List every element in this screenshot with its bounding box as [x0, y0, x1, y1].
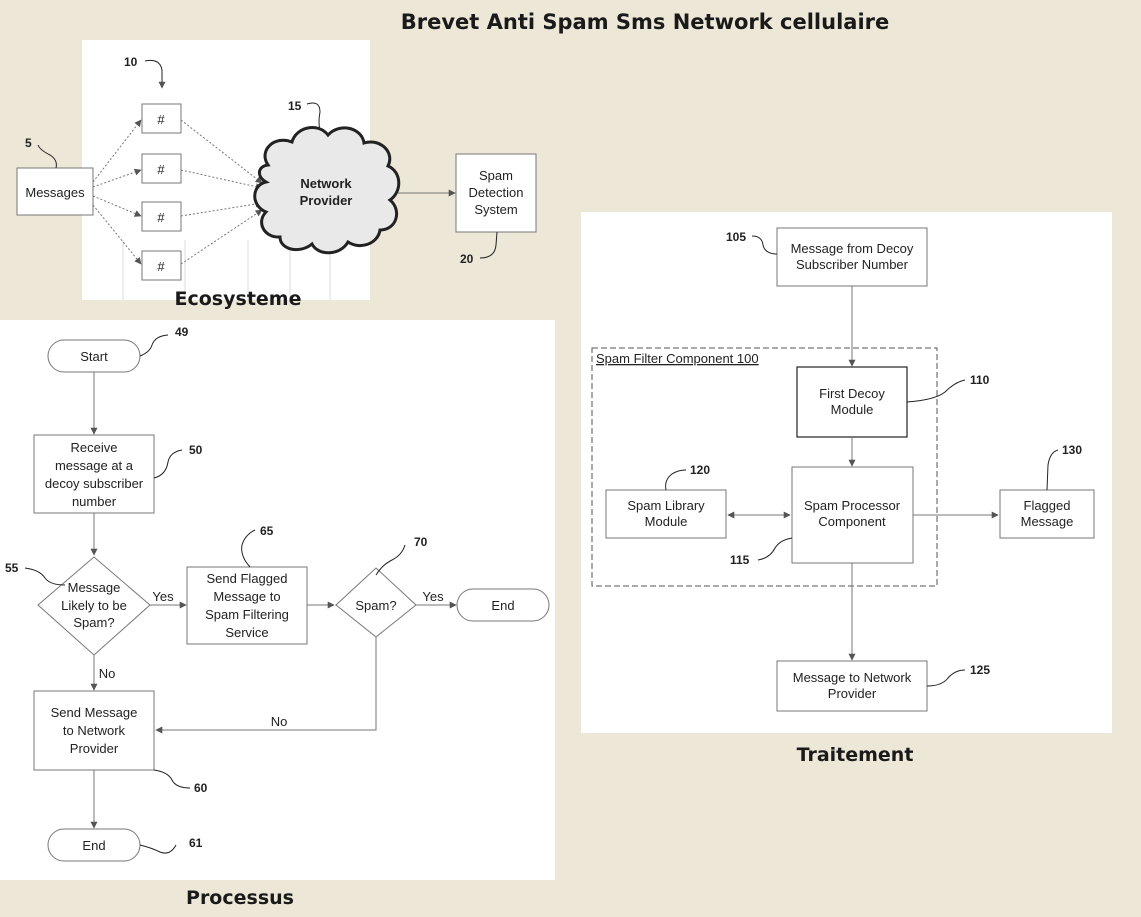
- start-label: Start: [80, 349, 108, 364]
- ref-library: 120: [690, 463, 710, 477]
- spam-detection-label: Detection: [469, 185, 524, 200]
- ref-start: 49: [175, 325, 189, 339]
- messages-label: Messages: [25, 185, 85, 200]
- processor-label: Component: [818, 514, 886, 529]
- hash-label: #: [157, 210, 165, 225]
- decision1-label: Likely to be: [61, 598, 127, 613]
- ref-decision2: 70: [414, 535, 428, 549]
- end-label: End: [491, 598, 514, 613]
- yes-label: Yes: [422, 589, 444, 604]
- send-flagged-label: Spam Filtering: [205, 607, 289, 622]
- ref-decoy-message: 105: [726, 230, 746, 244]
- flagged-message-box: [999, 489, 1095, 539]
- receive-label: decoy subscriber: [45, 476, 144, 491]
- ref-send-network: 60: [194, 781, 208, 795]
- receive-label: Receive: [71, 440, 118, 455]
- send-network-label: Provider: [70, 741, 119, 756]
- ref-detection: 20: [460, 252, 474, 266]
- receive-label: message at a: [55, 458, 134, 473]
- to-network-box: [776, 660, 928, 712]
- flagged-label: Message: [1021, 514, 1074, 529]
- treatment-panel: Message from Decoy Subscriber Number 105…: [581, 212, 1112, 766]
- library-label: Module: [645, 514, 688, 529]
- send-flagged-label: Send Flagged: [207, 571, 288, 586]
- ref-messages: 5: [25, 136, 32, 150]
- process-panel: Start 49 Receive message at a decoy subs…: [0, 320, 555, 909]
- spam-detection-box: [455, 153, 537, 233]
- hash-label: #: [157, 112, 165, 127]
- section-label-process: Processus: [186, 887, 294, 909]
- send-flagged-label: Message to: [213, 589, 280, 604]
- network-provider-label: Network: [300, 176, 352, 191]
- first-decoy-label: First Decoy: [819, 386, 885, 401]
- processor-label: Spam Processor: [804, 498, 901, 513]
- hash-label: #: [157, 162, 165, 177]
- send-network-box: [33, 690, 155, 771]
- spam-detection-label: System: [474, 202, 517, 217]
- section-label-treatment: Traitement: [797, 744, 914, 766]
- section-label-ecosystem: Ecosysteme: [175, 288, 302, 310]
- to-network-label: Provider: [828, 686, 877, 701]
- network-provider-cloud: [253, 126, 401, 255]
- ref-first-decoy: 110: [970, 373, 990, 387]
- library-label: Spam Library: [627, 498, 705, 513]
- end-terminal: [456, 588, 550, 622]
- no-label: No: [99, 666, 116, 681]
- send-network-label: to Network: [63, 723, 126, 738]
- flagged-label: Flagged: [1024, 498, 1071, 513]
- messages-box: [16, 167, 94, 216]
- to-network-label: Message to Network: [793, 670, 912, 685]
- decoy-message-label: Subscriber Number: [796, 257, 909, 272]
- ref-provider: 15: [288, 99, 302, 113]
- decision1-label: Message: [68, 580, 121, 595]
- ref-receive: 50: [189, 443, 203, 457]
- decision2-label: Spam?: [355, 598, 396, 613]
- send-flagged-box: [186, 566, 308, 645]
- decoy-message-box: [776, 227, 928, 287]
- receive-label: number: [72, 494, 117, 509]
- ref-end: 61: [189, 836, 203, 850]
- ref-to-network: 125: [970, 663, 990, 677]
- ref-processor: 115: [730, 553, 750, 567]
- yes-label: Yes: [152, 589, 174, 604]
- receive-message-box: [33, 434, 155, 514]
- send-flagged-label: Service: [225, 625, 268, 640]
- ref-decision1: 55: [5, 561, 19, 575]
- spam-detection-label: Spam: [479, 168, 513, 183]
- decoy-message-label: Message from Decoy: [791, 241, 914, 256]
- ecosystem-panel: Messages 5 # # # # 10 Net: [0, 40, 537, 318]
- ref-send-flagged: 65: [260, 524, 274, 538]
- send-network-label: Send Message: [51, 705, 138, 720]
- first-decoy-box: [796, 366, 908, 438]
- ref-numbers: 10: [124, 55, 138, 69]
- network-provider-label: Provider: [300, 193, 353, 208]
- subscriber-number-boxes: # # # #: [141, 103, 182, 281]
- no-label: No: [271, 714, 288, 729]
- ref-flagged: 130: [1062, 443, 1082, 457]
- first-decoy-label: Module: [831, 402, 874, 417]
- page-title: Brevet Anti Spam Sms Network cellulaire: [401, 10, 890, 34]
- library-box: [605, 489, 727, 539]
- end-label: End: [82, 838, 105, 853]
- spam-filter-component-frame: [591, 347, 938, 587]
- hash-label: #: [157, 259, 165, 274]
- component-label: Spam Filter Component 100: [596, 351, 759, 366]
- decision1-label: Spam?: [73, 615, 114, 630]
